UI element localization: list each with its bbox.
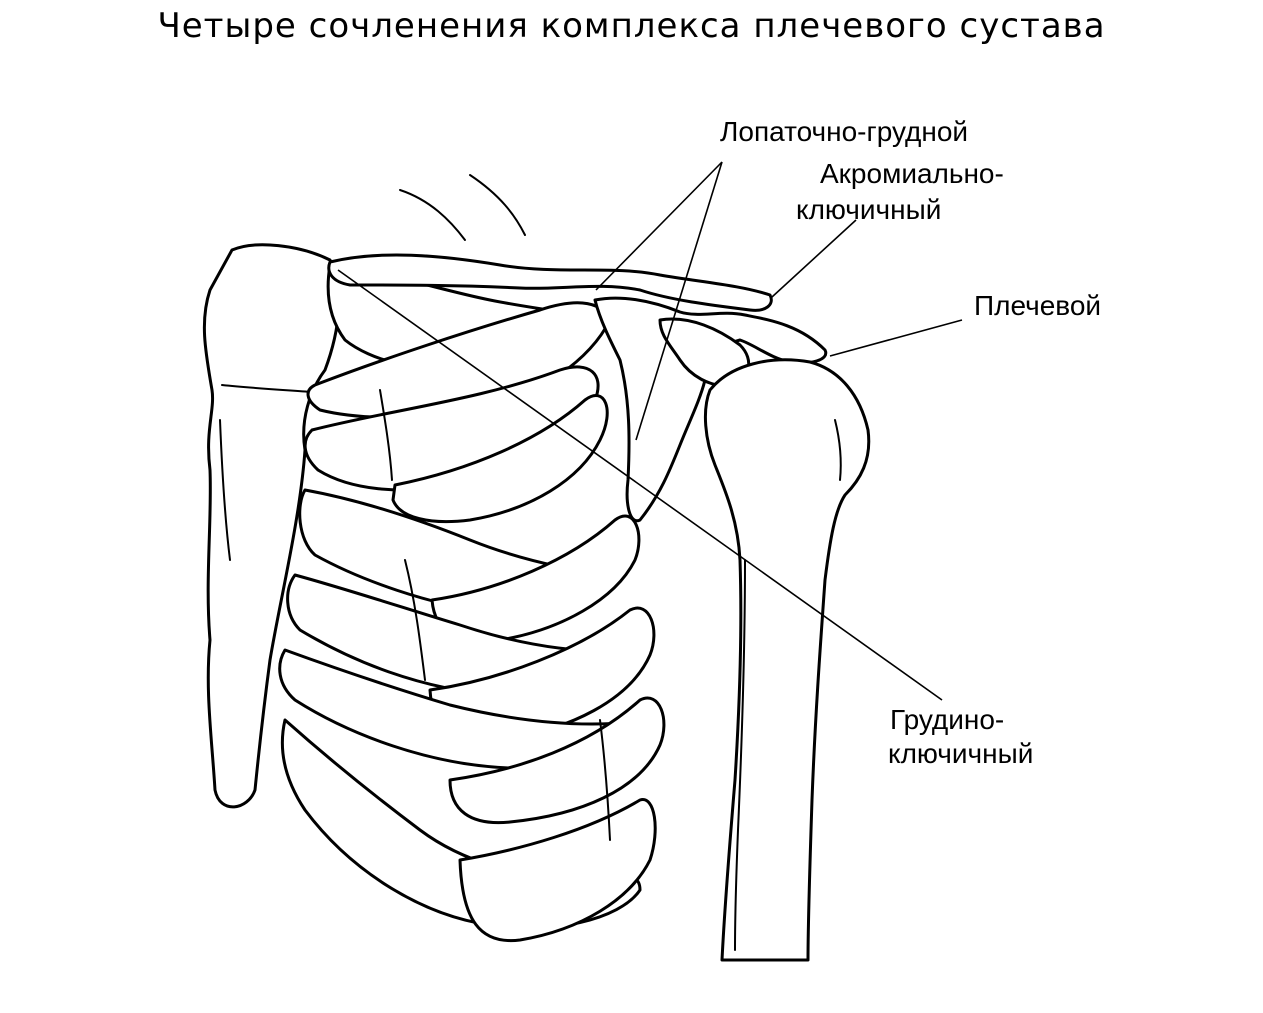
leader-line-scapulothoracic-a (595, 161, 723, 291)
label-acromioclavicular-line2: ключичный (796, 194, 942, 225)
rib-cage (278, 263, 666, 943)
leader-lines (337, 161, 963, 701)
label-acromioclavicular-line1: Акромиально- (820, 158, 1004, 189)
leader-line-sternoclavicular (337, 269, 943, 701)
clavicle (327, 253, 773, 312)
label-glenohumeral: Плечевой (974, 290, 1102, 321)
label-scapulothoracic: Лопаточно-грудной (720, 116, 969, 147)
label-sternoclavicular-line1: Грудино- (890, 704, 1005, 735)
sternum (202, 243, 341, 809)
page-title: Четыре сочленения комплекса плечевого су… (157, 6, 1106, 46)
humerus (704, 358, 871, 962)
leader-line-glenohumeral (829, 319, 963, 357)
leader-line-acromioclavicular (771, 219, 857, 298)
leader-line-scapulothoracic-b (635, 161, 723, 441)
label-sternoclavicular-line2: ключичный (888, 738, 1034, 769)
